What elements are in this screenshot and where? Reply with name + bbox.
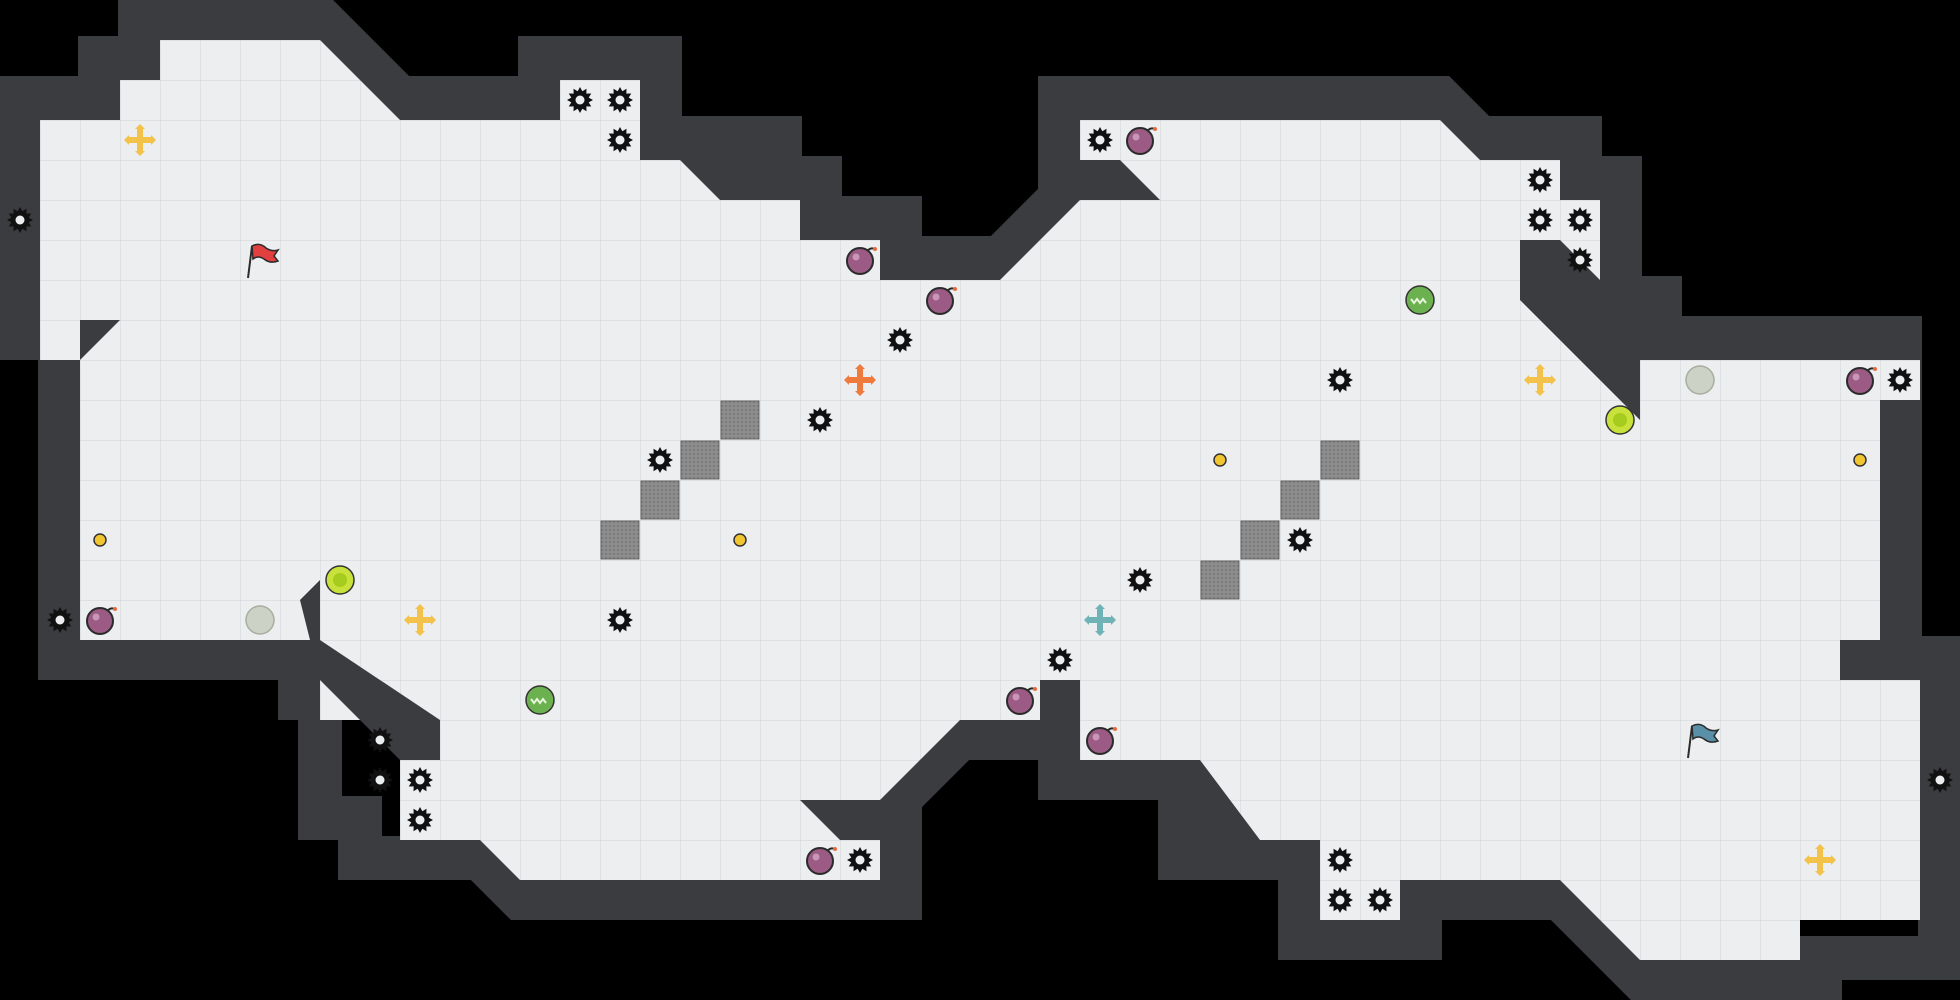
sawblade-icon — [567, 87, 593, 113]
sawblade-icon — [1287, 527, 1313, 553]
sawblade-icon — [807, 407, 833, 433]
sawblade-icon — [1927, 767, 1953, 793]
green-ball-icon[interactable] — [1405, 285, 1435, 315]
teal-cross-icon[interactable] — [1084, 604, 1116, 636]
crate-block — [720, 400, 760, 440]
inner-wall-block — [80, 320, 120, 360]
sawblade-icon — [1127, 567, 1153, 593]
crosses[interactable] — [124, 124, 1836, 876]
coin-icon[interactable] — [1213, 453, 1227, 467]
sawblade-icon — [1327, 887, 1353, 913]
bomb-icon — [1846, 367, 1877, 395]
inner-wall-block — [1520, 240, 1640, 420]
sawblade-icon — [1087, 127, 1113, 153]
bomb-icon — [806, 847, 837, 875]
sawblade-icon — [1527, 207, 1553, 233]
crate-block — [680, 440, 720, 480]
floor-tiles — [40, 40, 1920, 960]
crates — [600, 400, 1360, 600]
sawblade-icon — [607, 127, 633, 153]
sawblade-icon — [367, 727, 393, 753]
sawblade-icon — [1567, 247, 1593, 273]
sawblade-icon — [47, 607, 73, 633]
blue-flag-icon[interactable] — [1687, 723, 1720, 759]
bomb-icon — [1126, 127, 1157, 155]
inner-wall-block — [680, 160, 760, 200]
bombs — [86, 127, 1877, 875]
green-ball-icon[interactable] — [525, 685, 555, 715]
bomb-icon — [926, 287, 957, 315]
gold-cross-icon[interactable] — [1804, 844, 1836, 876]
inner-wall-block — [800, 800, 880, 840]
sawblade-icon — [7, 207, 33, 233]
bomb-icon — [1086, 727, 1117, 755]
coins[interactable] — [93, 453, 1867, 547]
lime-orb-icon[interactable] — [1605, 405, 1635, 435]
sawblade-icon — [407, 807, 433, 833]
inner-wall-block — [1040, 680, 1080, 760]
inner-wall-block — [1840, 640, 1880, 680]
bomb-icon — [86, 607, 117, 635]
bomb-icon — [1006, 687, 1037, 715]
sawblade-icon — [1367, 887, 1393, 913]
sawblade-icon — [1327, 367, 1353, 393]
sawblade-icon — [887, 327, 913, 353]
coin-icon[interactable] — [1853, 453, 1867, 467]
gold-cross-icon[interactable] — [124, 124, 156, 156]
sawblade-icon — [1327, 847, 1353, 873]
inner-wall-block — [1080, 160, 1160, 200]
sawblade-icon — [847, 847, 873, 873]
gold-cross-icon[interactable] — [404, 604, 436, 636]
red-flag-icon[interactable] — [247, 243, 280, 279]
crate-block — [640, 480, 680, 520]
coin-icon[interactable] — [733, 533, 747, 547]
orange-cross-icon[interactable] — [844, 364, 876, 396]
level-floor — [40, 40, 1920, 960]
pressure-plate-icon — [245, 605, 275, 635]
crate-block — [1280, 480, 1320, 520]
crate-block — [600, 520, 640, 560]
coin-icon[interactable] — [93, 533, 107, 547]
crate-block — [1200, 560, 1240, 600]
sawblade-icon — [407, 767, 433, 793]
sawblade-icon — [1567, 207, 1593, 233]
gold-cross-icon[interactable] — [1524, 364, 1556, 396]
sawblade-icon — [1527, 167, 1553, 193]
gray-discs — [245, 365, 1715, 635]
lime-orb-icon[interactable] — [325, 565, 355, 595]
green-balls[interactable] — [525, 285, 1435, 715]
crate-block — [1320, 440, 1360, 480]
sawblade-icon — [607, 87, 633, 113]
sawblade-icon — [1887, 367, 1913, 393]
lime-orbs[interactable] — [325, 405, 1635, 595]
inner-wall-block — [300, 580, 440, 760]
sawblade-icon — [647, 447, 673, 473]
sawblades — [7, 87, 1953, 913]
inner-wall-block — [1160, 760, 1260, 840]
sawblade-icon — [607, 607, 633, 633]
flags[interactable] — [247, 243, 1720, 759]
inner-walls — [80, 160, 1880, 840]
crate-block — [1240, 520, 1280, 560]
sawblade-icon — [1047, 647, 1073, 673]
pressure-plate-icon — [1685, 365, 1715, 395]
sawblade-icon — [367, 767, 393, 793]
bomb-icon — [846, 247, 877, 275]
